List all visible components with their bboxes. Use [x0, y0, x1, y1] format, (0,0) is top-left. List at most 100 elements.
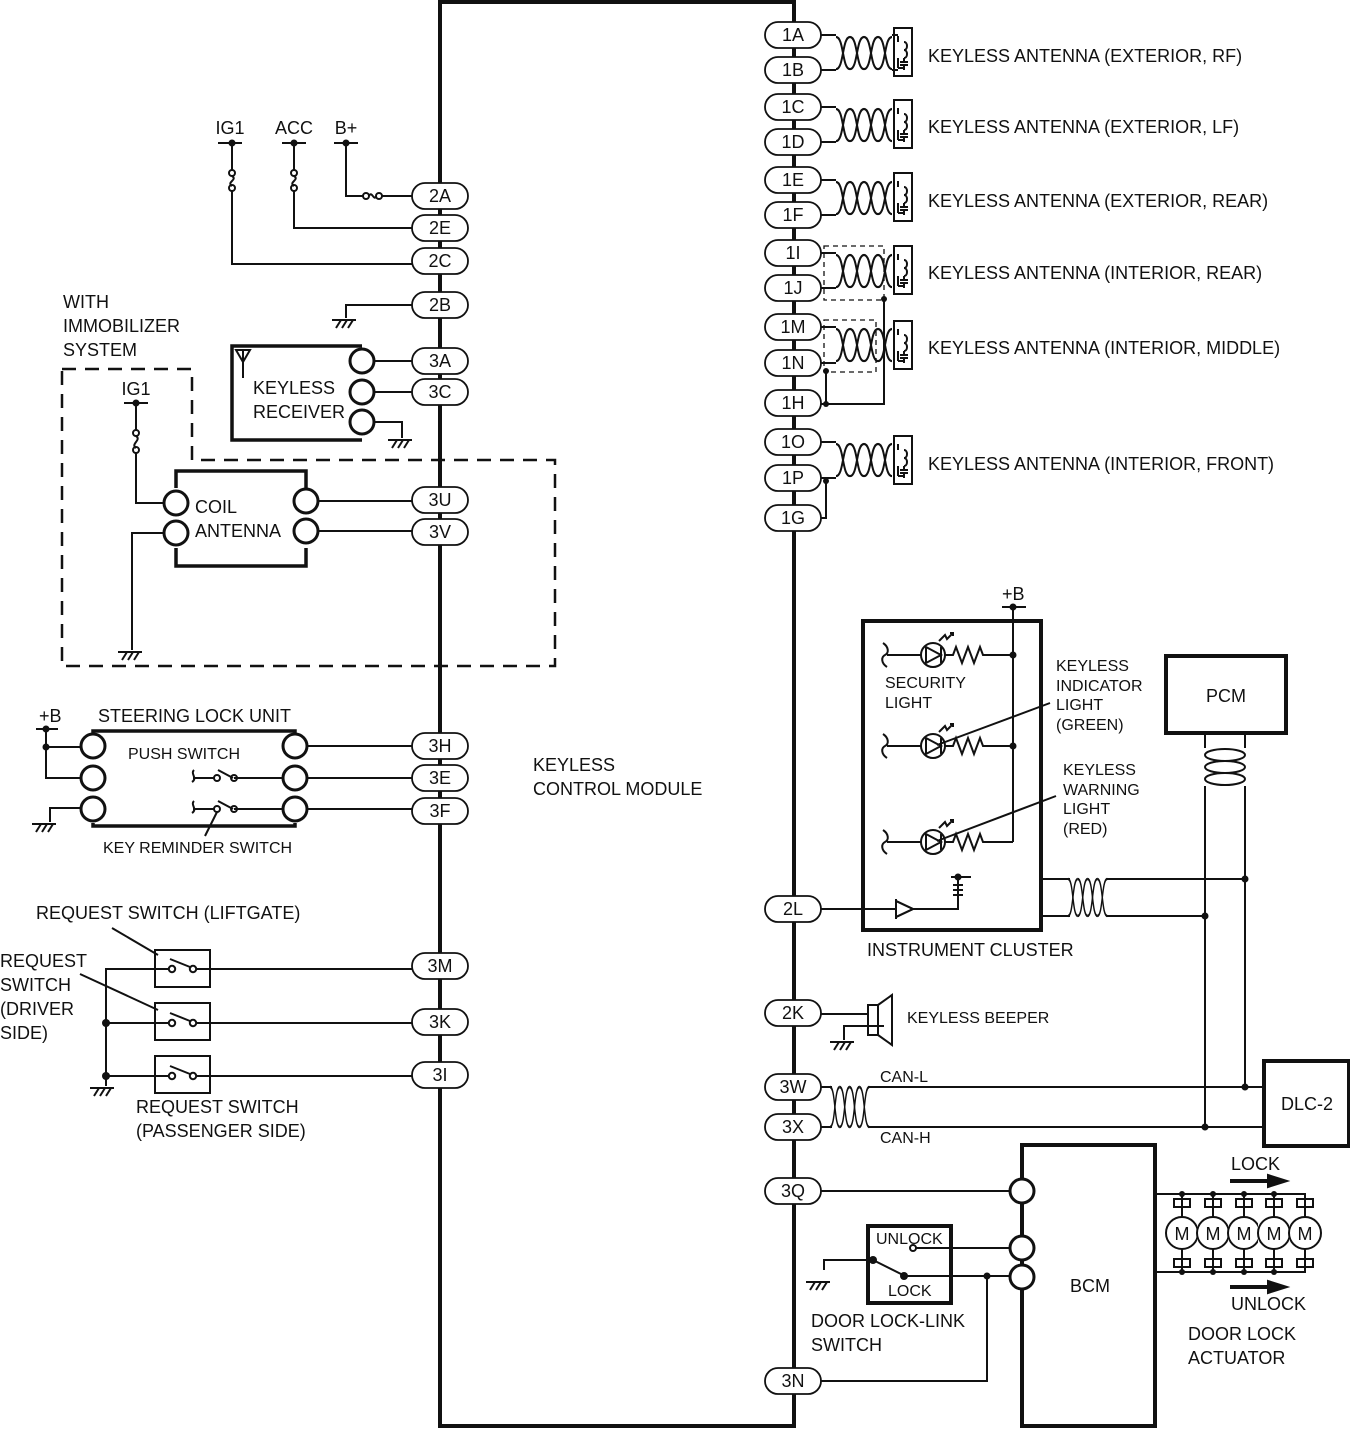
indicator-light-label-3: LIGHT — [1056, 697, 1103, 714]
coil-antenna-label-2: ANTENNA — [195, 521, 281, 541]
bplus-label: B+ — [335, 118, 358, 138]
pin-1H-label: 1H — [781, 393, 804, 413]
module-label-line2: CONTROL MODULE — [533, 779, 702, 799]
steering-title: STEERING LOCK UNIT — [98, 706, 291, 726]
indicator-light-label-1: KEYLESS — [1056, 658, 1129, 675]
request-switches: REQUEST SWITCH (LIFTGATE) REQUEST SWITCH… — [0, 903, 412, 1141]
beeper-label: KEYLESS BEEPER — [907, 1010, 1049, 1027]
actuator-lock-label: LOCK — [1231, 1154, 1280, 1174]
pin-3N-label: 3N — [781, 1371, 804, 1391]
indicator-light-label-4: (GREEN) — [1056, 717, 1124, 734]
immobilizer-label-2: IMMOBILIZER — [63, 316, 180, 336]
ig1-immo-label: IG1 — [121, 379, 150, 399]
pin-3V-label: 3V — [429, 522, 451, 542]
pin-2A — [411, 182, 469, 210]
actuator-motor: M — [1165, 1198, 1199, 1268]
actuator-motor: M — [1227, 1198, 1261, 1268]
pin-1C-label: 1C — [781, 97, 804, 117]
pin-3F-label: 3F — [429, 801, 450, 821]
pin-3C-label: 3C — [428, 382, 451, 402]
pin-2B — [411, 291, 469, 319]
immobilizer-system: WITH IMMOBILIZER SYSTEM — [60, 292, 557, 668]
pin-1E-label: 1E — [782, 170, 804, 190]
steering-lock-unit: +B STEERING LOCK UNIT PUSH SWITCH KEY RE… — [31, 706, 412, 857]
pin-3A-label: 3A — [429, 351, 451, 371]
can-bus: CAN-L CAN-H — [821, 1069, 1264, 1147]
antenna-exterior-lf: KEYLESS ANTENNA (EXTERIOR, LF) — [821, 99, 1239, 149]
pin-1G-label: 1G — [781, 508, 805, 528]
module-label-line1: KEYLESS — [533, 755, 615, 775]
req-passenger-label-2: (PASSENGER SIDE) — [136, 1121, 306, 1141]
pin-1O-label: 1O — [781, 432, 805, 452]
warning-light-label-4: (RED) — [1063, 821, 1107, 838]
bcm: BCM — [821, 1143, 1157, 1428]
pin-3M-label: 3M — [427, 956, 452, 976]
req-driver-label-3: (DRIVER — [0, 999, 74, 1019]
door-link-label-2: SWITCH — [811, 1335, 882, 1355]
antenna-exterior-rear: KEYLESS ANTENNA (EXTERIOR, REAR) — [821, 172, 1268, 222]
pin-3W-label: 3W — [780, 1077, 807, 1097]
right-pins: 1A 1B 1C 1D 1E 1F 1I 1J 1M 1N 1H 1O 1P 1… — [764, 21, 822, 1395]
pin-3U-label: 3U — [428, 490, 451, 510]
pin-3Q-label: 3Q — [781, 1181, 805, 1201]
pin-2B-label: 2B — [429, 295, 451, 315]
bcm-label: BCM — [1070, 1276, 1110, 1296]
door-link-label-1: DOOR LOCK-LINK — [811, 1311, 965, 1331]
req-liftgate-label: REQUEST SWITCH (LIFTGATE) — [36, 903, 300, 923]
pin-3M — [411, 952, 469, 980]
can-h-label: CAN-H — [880, 1130, 931, 1147]
keyless-beeper: KEYLESS BEEPER — [821, 993, 1049, 1051]
steer-plus-b-label: +B — [39, 706, 62, 726]
pin-2E-label: 2E — [429, 218, 451, 238]
pin-2K-label: 2K — [782, 1003, 804, 1023]
door-lock-link-switch: UNLOCK LOCK DOOR LOCK-LINK SWITCH — [805, 1224, 1010, 1382]
actuator-label-1: DOOR LOCK — [1188, 1324, 1296, 1344]
receiver-label-1: KEYLESS — [253, 378, 335, 398]
pin-1M-label: 1M — [780, 317, 805, 337]
pin-2A-label: 2A — [429, 186, 451, 206]
immobilizer-label-3: SYSTEM — [63, 340, 137, 360]
instrument-cluster: +B SECURITY LIGHT KEYLESS INDICATOR LIGH… — [821, 584, 1143, 960]
power-inputs: IG1 ACC B+ — [215, 118, 412, 329]
antenna-interior-rear: KEYLESS ANTENNA (INTERIOR, REAR) — [821, 245, 1262, 301]
pin-1P-label: 1P — [782, 468, 804, 488]
pin-2C-label: 2C — [428, 251, 451, 271]
receiver-label-2: RECEIVER — [253, 402, 345, 422]
cluster-title: INSTRUMENT CLUSTER — [867, 940, 1074, 960]
motor-label: M — [1237, 1224, 1252, 1244]
antenna-label: KEYLESS ANTENNA (EXTERIOR, RF) — [928, 46, 1242, 66]
actuator-motor: M — [1196, 1198, 1230, 1268]
coil-antenna-label-1: COIL — [195, 497, 237, 517]
pin-2L-label: 2L — [783, 899, 803, 919]
pin-2E — [411, 214, 469, 242]
warning-light-label-1: KEYLESS — [1063, 762, 1136, 779]
security-light-label-2: LIGHT — [885, 695, 932, 712]
actuator-label-2: ACTUATOR — [1188, 1348, 1285, 1368]
can-l-label: CAN-L — [880, 1069, 928, 1086]
motor-label: M — [1298, 1224, 1313, 1244]
cluster-plus-b-label: +B — [1002, 584, 1025, 604]
pin-1J-label: 1J — [783, 278, 802, 298]
pin-2C — [411, 247, 469, 275]
link-unlock-label: UNLOCK — [876, 1231, 943, 1248]
keyless-control-module — [438, 0, 796, 1428]
antenna-label: KEYLESS ANTENNA (EXTERIOR, REAR) — [928, 191, 1268, 211]
immobilizer-label-1: WITH — [63, 292, 109, 312]
antenna-interior-front: KEYLESS ANTENNA (INTERIOR, FRONT) — [821, 435, 1274, 485]
door-lock-actuator: LOCK M M M M M UNLOCK DOOR LOCK ACTUATOR — [1155, 1154, 1322, 1368]
pin-1N-label: 1N — [781, 353, 804, 373]
req-driver-label-4: SIDE) — [0, 1023, 48, 1043]
motor-label: M — [1206, 1224, 1221, 1244]
pin-1D-label: 1D — [781, 132, 804, 152]
pin-3I-label: 3I — [432, 1065, 447, 1085]
pin-1F-label: 1F — [782, 205, 803, 225]
actuator-motor: M — [1257, 1198, 1291, 1268]
push-switch-label: PUSH SWITCH — [128, 746, 240, 763]
antenna-exterior-rf: KEYLESS ANTENNA (EXTERIOR, RF) — [821, 27, 1242, 77]
pin-3F — [411, 797, 469, 825]
pin-3E-label: 3E — [429, 768, 451, 788]
antenna-label: KEYLESS ANTENNA (INTERIOR, MIDDLE) — [928, 338, 1280, 358]
indicator-light-label-2: INDICATOR — [1056, 678, 1143, 695]
pin-3K-label: 3K — [429, 1012, 451, 1032]
warning-light-label-2: WARNING — [1063, 782, 1140, 799]
